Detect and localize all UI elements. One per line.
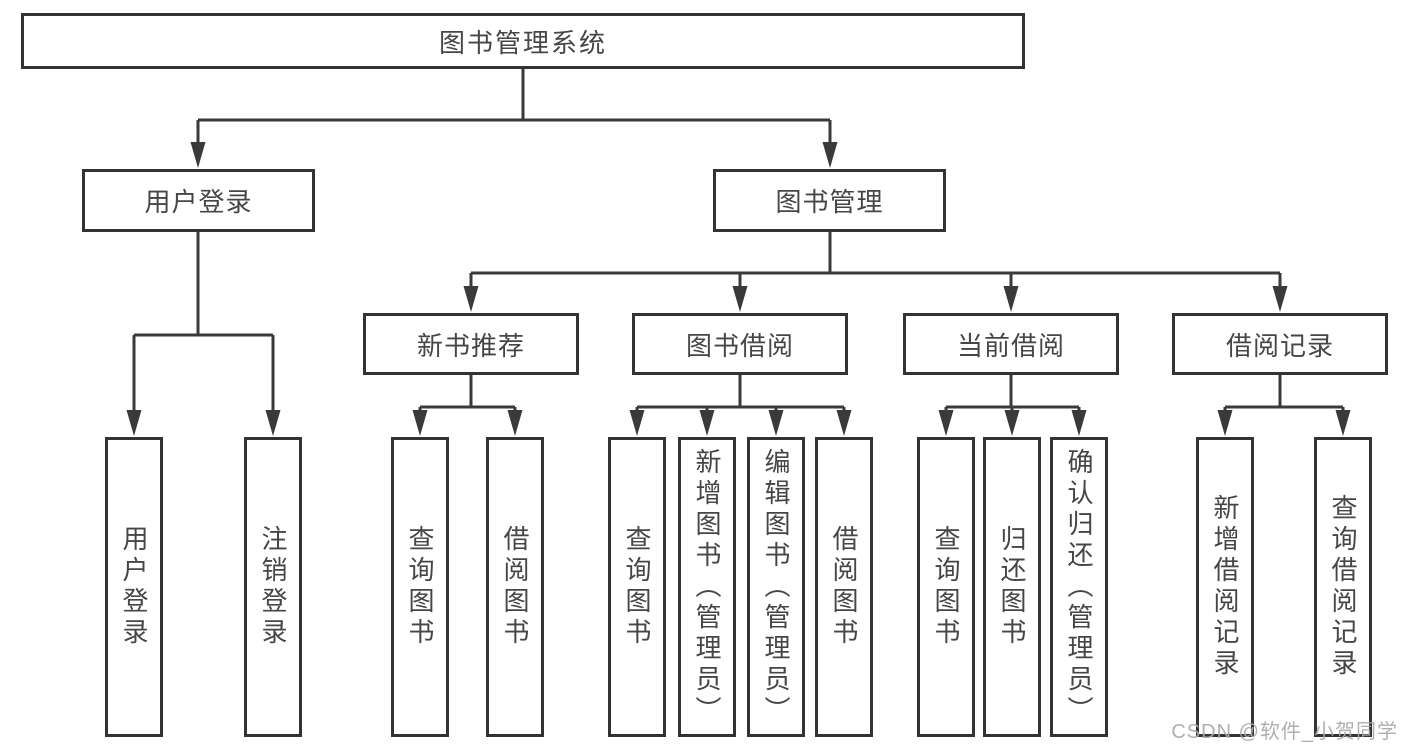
watermark: CSDN @软件_小贺同学 [1171,721,1398,743]
node-book-management: 图书管理 [713,169,946,232]
arrow-down-icon [699,410,715,436]
node-new-book-recommend: 新书推荐 [363,313,579,375]
leaf-user-login: 用户登录 [105,437,163,737]
leaf-confirm-return-admin: 确认归还（管理员） [1050,437,1108,737]
arrow-down-icon [463,286,479,312]
leaf-label: 新增图书（管理员） [692,447,722,727]
node-library-management-system: 图书管理系统 [21,13,1025,69]
arrow-down-icon [265,410,281,436]
arrow-down-icon [1272,286,1288,312]
leaf-label: 注销登录 [258,525,288,649]
arrowhead-group [126,142,1351,436]
node-borrow-records: 借阅记录 [1172,313,1388,375]
leaf-query-books-recommend: 查询图书 [391,437,449,737]
arrow-down-icon [1335,410,1351,436]
leaf-label: 编辑图书（管理员） [761,447,791,727]
leaf-label: 归还图书 [997,525,1027,649]
leaf-label: 确认归还（管理员） [1064,447,1094,727]
leaf-query-books-current: 查询图书 [917,437,975,737]
node-label: 借阅记录 [1225,330,1334,361]
node-user-login: 用户登录 [82,169,315,232]
arrow-down-icon [1071,410,1087,436]
arrow-down-icon [507,410,523,436]
node-label: 图书管理系统 [438,27,607,58]
leaf-logout: 注销登录 [244,437,302,737]
arrow-down-icon [1004,410,1020,436]
leaf-label: 查询借阅记录 [1328,494,1358,680]
leaf-label: 新增借阅记录 [1210,494,1240,680]
leaf-query-books-borrow: 查询图书 [608,437,666,737]
leaf-label: 查询图书 [622,525,652,649]
arrow-down-icon [412,410,428,436]
leaf-label: 用户登录 [119,525,149,649]
arrow-down-icon [822,142,838,168]
node-label: 图书管理 [775,187,884,217]
arrow-down-icon [1003,286,1019,312]
leaf-return-books: 归还图书 [983,437,1041,737]
node-label: 当前借阅 [956,330,1065,361]
leaf-add-borrow-record: 新增借阅记录 [1196,437,1254,737]
leaf-query-borrow-record: 查询借阅记录 [1314,437,1372,737]
arrow-down-icon [629,410,645,436]
arrow-down-icon [1217,410,1233,436]
arrow-down-icon [938,410,954,436]
leaf-label: 查询图书 [405,525,435,649]
node-current-borrow: 当前借阅 [903,313,1119,375]
arrow-down-icon [732,286,748,312]
arrow-down-icon [126,410,142,436]
arrow-down-icon [190,142,206,168]
leaf-label: 查询图书 [931,525,961,649]
leaf-label: 借阅图书 [500,525,530,649]
leaf-add-books-admin: 新增图书（管理员） [678,437,736,737]
node-label: 新书推荐 [416,330,525,361]
leaf-edit-books-admin: 编辑图书（管理员） [747,437,805,737]
node-book-borrow: 图书借阅 [632,313,848,375]
leaf-label: 借阅图书 [829,525,859,649]
arrow-down-icon [768,410,784,436]
node-label: 用户登录 [144,187,253,217]
leaf-borrow-books: 借阅图书 [815,437,873,737]
arrow-down-icon [836,410,852,436]
leaf-borrow-books-recommend: 借阅图书 [486,437,544,737]
node-label: 图书借阅 [685,330,794,361]
